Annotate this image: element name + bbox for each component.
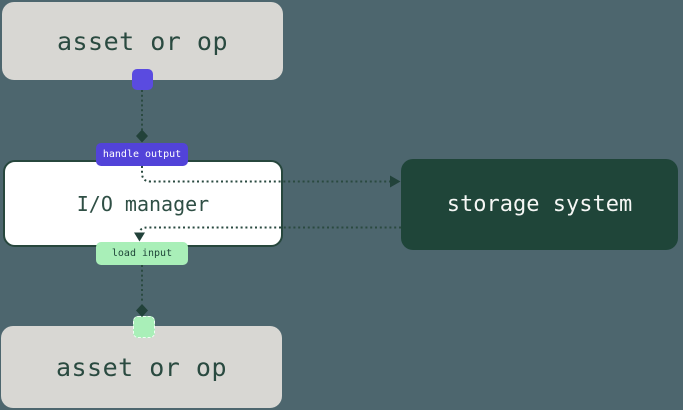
input-port-square bbox=[133, 316, 155, 338]
handle-output-text: handle output bbox=[102, 149, 182, 160]
asset-or-op-bottom-label: asset or op bbox=[55, 352, 228, 382]
asset-or-op-node-bottom: asset or op bbox=[1, 326, 282, 408]
storage-system-node: storage system bbox=[401, 159, 678, 250]
diamond-endpoint-top bbox=[136, 129, 148, 143]
load-input-text: load input bbox=[111, 248, 173, 259]
asset-or-op-node-top: asset or op bbox=[2, 2, 283, 80]
io-manager-label: I/O manager bbox=[76, 191, 210, 216]
storage-system-label: storage system bbox=[446, 192, 633, 217]
load-input-edge-label: load input bbox=[96, 242, 188, 265]
handle-output-edge-label: handle output bbox=[96, 143, 188, 166]
asset-or-op-top-label: asset or op bbox=[56, 26, 229, 56]
io-manager-node: I/O manager bbox=[3, 160, 283, 247]
arrowhead-into-storage bbox=[390, 175, 401, 188]
output-port-square bbox=[132, 69, 153, 90]
